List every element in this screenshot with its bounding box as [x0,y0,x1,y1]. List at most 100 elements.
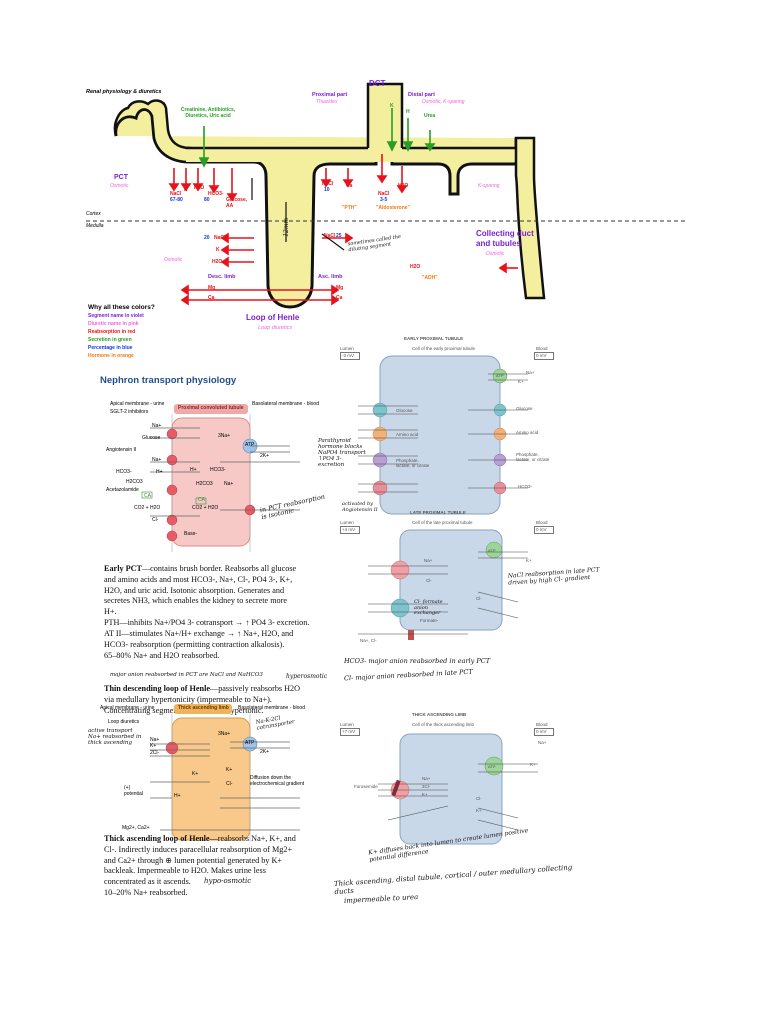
pct-osmotic-label: Osmotic [110,183,129,189]
base-transporter [166,530,178,542]
thick-asc-line-6: 10–20% Na+ reabsorbed. [104,888,188,898]
early-pt-na-amino-transporter [372,426,388,442]
pct-k: K [184,187,188,193]
early-pct-bold: Early PCT [104,564,142,573]
early-pt-inner-phos: Phosphate, lactate, or citrate [396,458,430,468]
tal-apical-label: Apical membrane - urine [100,705,155,711]
early-pt-blood-box [534,352,554,360]
nephron-tubule-drawing [86,82,686,309]
thick-lumen-mv: +7 mV [342,729,356,734]
pct-h-mid: H+ [190,467,197,473]
collecting-duct-label: Collecting duct [476,229,534,238]
early-pt-hco3: HCO3- [518,484,533,489]
late-pt-cl: Cl- [426,578,432,583]
legend-item-green: Secretion in green [88,337,132,343]
pct-atp: ATP [245,442,255,448]
pct-hco3: HCO3- [208,191,224,197]
desc-h2o: H2O [212,259,223,265]
tal-potential: (+) potential [124,785,143,797]
handwritten-cl-late: Cl- major anion reabsorbed in late PCT [343,667,473,683]
urea-secretion-label: Urea [424,113,436,119]
handwritten-formate-exchanger: Cl- formate anion exchanger [414,599,443,616]
desc-k: K [216,247,220,253]
nephron-transport-title: Nephron transport physiology [100,375,237,386]
pct-label: PCT [114,174,128,181]
late-pt-na-transporter [390,560,410,580]
early-pt-blood-mv: 0 mV [536,353,547,358]
late-pt-panel: LATE PROXIMAL TUBULE Lumen +4 mV Cell of… [338,510,600,670]
pct-h2o: H2O [194,185,205,191]
hco3-transporter [166,484,178,496]
thick-asc-bold: Thick ascending loop of Henle [104,834,210,843]
asc-limb-label: Asc. limb [318,274,343,280]
co2-h2o-left: CO2 + H2O [134,505,161,511]
legend-item-blue: Percentage in blue [88,345,133,351]
early-pt-title: EARLY PROXIMAL TUBULE [404,336,464,341]
h-secretion-label: H [406,109,410,115]
late-pt-atp-label: ATP [488,548,496,553]
pct-box-label: Proximal convoluted tubule [178,405,244,411]
black-arrows [251,178,345,251]
thin-desc-line-1: —passively reabsorbs H2O [210,684,301,693]
mg-left: Mg [208,285,216,291]
early-pct-line-5: H+. [104,607,117,617]
late-pt-formate: Formate- [420,618,439,623]
dct-nacl-2: NaCl [378,191,390,197]
thick-cell [378,733,538,845]
asc-nacl: NaCl [324,233,336,239]
nhe-transporter [166,454,178,466]
handwritten-active-transport: active transport Na+ reabsorbed in thick… [88,728,142,747]
tal-atp: ATP [245,740,255,746]
loop-diuretics-label: Loop diuretics [258,325,293,331]
pct-3na: 3Na+ [218,433,231,439]
atp-pump-tal [242,736,258,752]
tal-cell [171,717,251,841]
early-pt-k: K+ [518,379,524,384]
handwritten-thick-distal: Thick ascending, distal tubule, cortical… [333,863,573,896]
upper-tubule-band [186,148,516,162]
late-pt-na: Na+ [424,558,433,563]
late-pt-cl-formate-exchanger [390,598,410,618]
pct-nacl: NaCl [170,191,182,197]
legend-item-violet: Segment name in violet [88,313,144,319]
handwritten-hypo-osmotic: hypo-osmotic [204,877,252,885]
thick-k: K+ [530,762,536,767]
early-pt-na: Na+ [526,370,535,375]
early-pct-line-8: HCO3- reabsorption (permitting contracti… [104,639,285,649]
pct-h2co3-mid: H2CO3 [196,481,213,487]
thick-k-2: K+ [422,792,428,797]
collecting-duct [514,136,546,300]
tal-2cl: 2Cl- [150,750,160,756]
thick-asc-line-4: backleak. Impermeable to H2O. Makes urin… [104,866,266,876]
and-tubules-label: and tubules [476,239,521,248]
thick-asc-line-5: concentrated as it ascends. [104,877,191,887]
tal-diffusion: Diffusion down the electrochemical gradi… [250,775,305,787]
tal-box-header [174,704,232,714]
thick-panel: THICK ASCENDING LIMB Lumen +7 mV Cell of… [338,712,568,863]
dct-h2o: H2O [398,183,409,189]
pct-hco3: HCO3- [116,469,132,475]
thick-asc-line-1: —reabsorbs Na+, K+, and [209,834,296,843]
tal-2k: 2K+ [260,749,270,755]
early-pct-line-6: PTH—inhibits Na+/PO4 3- cotransport → ↑ … [104,618,310,628]
early-pct-paragraph: Early PCT—contains brush border. Reabsor… [104,564,309,661]
pct-na-1: Na+ [152,423,162,429]
early-pt-cell-label: Cell of the early proximal tubule [412,346,476,351]
aldosterone-hormone: "Aldosterone" [376,205,410,211]
late-pt-lumen: Lumen [340,520,354,525]
early-pt-lumen-mv: -3 mV [342,353,355,358]
tal-basolateral-label: Basolateral membrane - blood [238,705,305,711]
co2-h2o-mid: CO2 + H2O [192,505,219,511]
early-pt-lumen-box [340,352,360,360]
thick-cell-label: Cell of the thick ascending limb [412,722,475,727]
pct-cell-diagram [141,414,300,552]
pct-apical-label: Apical membrane - urine [110,401,165,407]
legend-heading: Why all these colors? [88,304,155,311]
thick-atp-label: ATP [488,764,496,769]
figure-title: Renal physiology & diuretics [86,89,162,95]
thick-asc-line-3: and Ca2+ through ⊕ lumen potential gener… [104,855,282,865]
early-pt-blood: Blood [536,346,548,351]
early-pt-amino: Amino acid [516,430,539,435]
legend-item-orange: Hormone in orange [88,353,134,359]
early-pt-atp-label: ATP [496,373,504,378]
